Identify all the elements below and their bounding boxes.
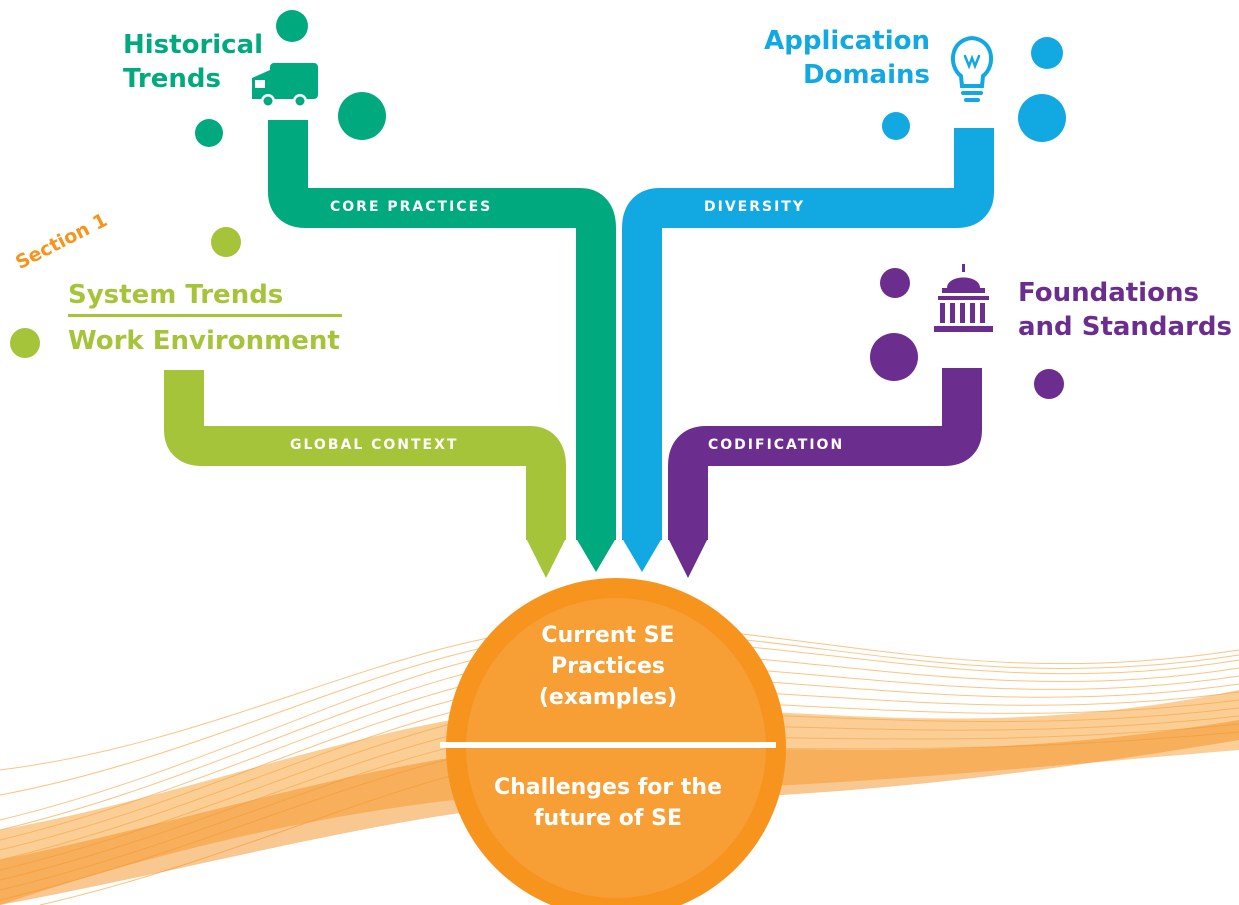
pipe-system-arrow	[526, 538, 566, 578]
dot	[10, 328, 40, 358]
band-core-practices: CORE PRACTICES	[330, 199, 493, 215]
system-trends-title: System Trends	[68, 280, 284, 310]
pipe-historical	[268, 120, 616, 540]
dot	[195, 119, 223, 147]
pipe-system	[164, 370, 566, 540]
center-bottom-line2: future of SE	[533, 806, 683, 831]
center-top-line1: Current SE	[541, 623, 675, 648]
pipe-application	[622, 128, 994, 540]
historical-trends-title: Historical Trends	[123, 28, 263, 96]
center-divider	[440, 742, 776, 748]
lightbulb-icon	[950, 35, 994, 102]
center-bottom-line1: Challenges for the	[493, 775, 723, 800]
pipe-foundations-arrow	[668, 538, 708, 578]
dot	[882, 112, 910, 140]
pipe-historical-arrow	[576, 538, 616, 572]
application-line2: Domains	[803, 60, 930, 90]
center-top-text: Current SE Practices (examples)	[468, 620, 748, 713]
capitol-icon	[934, 264, 993, 332]
band-global-context: GLOBAL CONTEXT	[290, 437, 459, 453]
application-domains-title: Application Domains	[740, 24, 930, 92]
dot	[870, 333, 918, 381]
wave-band	[0, 720, 1239, 905]
center-top-line3: (examples)	[538, 685, 678, 710]
foundations-line1: Foundations	[1018, 278, 1199, 308]
pipe-application-arrow	[622, 538, 662, 572]
band-diversity: DIVERSITY	[704, 199, 805, 215]
dot	[211, 227, 241, 257]
work-environment-title: Work Environment	[68, 326, 340, 356]
application-line1: Application	[764, 26, 930, 56]
dot	[1034, 369, 1064, 399]
band-codification: CODIFICATION	[708, 437, 845, 453]
dot	[1031, 37, 1063, 69]
truck-icon	[252, 63, 318, 108]
dot	[338, 92, 386, 140]
dot	[880, 268, 910, 298]
wave-band	[0, 690, 1239, 905]
dot	[1018, 94, 1066, 142]
center-top-line2: Practices	[551, 654, 665, 679]
foundations-standards-title: Foundations and Standards	[1018, 276, 1232, 344]
foundations-line2: and Standards	[1018, 312, 1232, 342]
historical-line2: Trends	[123, 64, 221, 94]
pipe-foundations	[668, 368, 982, 540]
center-bottom-text: Challenges for the future of SE	[468, 772, 748, 834]
system-divider	[68, 314, 342, 317]
dot	[276, 10, 308, 42]
historical-line1: Historical	[123, 30, 264, 60]
